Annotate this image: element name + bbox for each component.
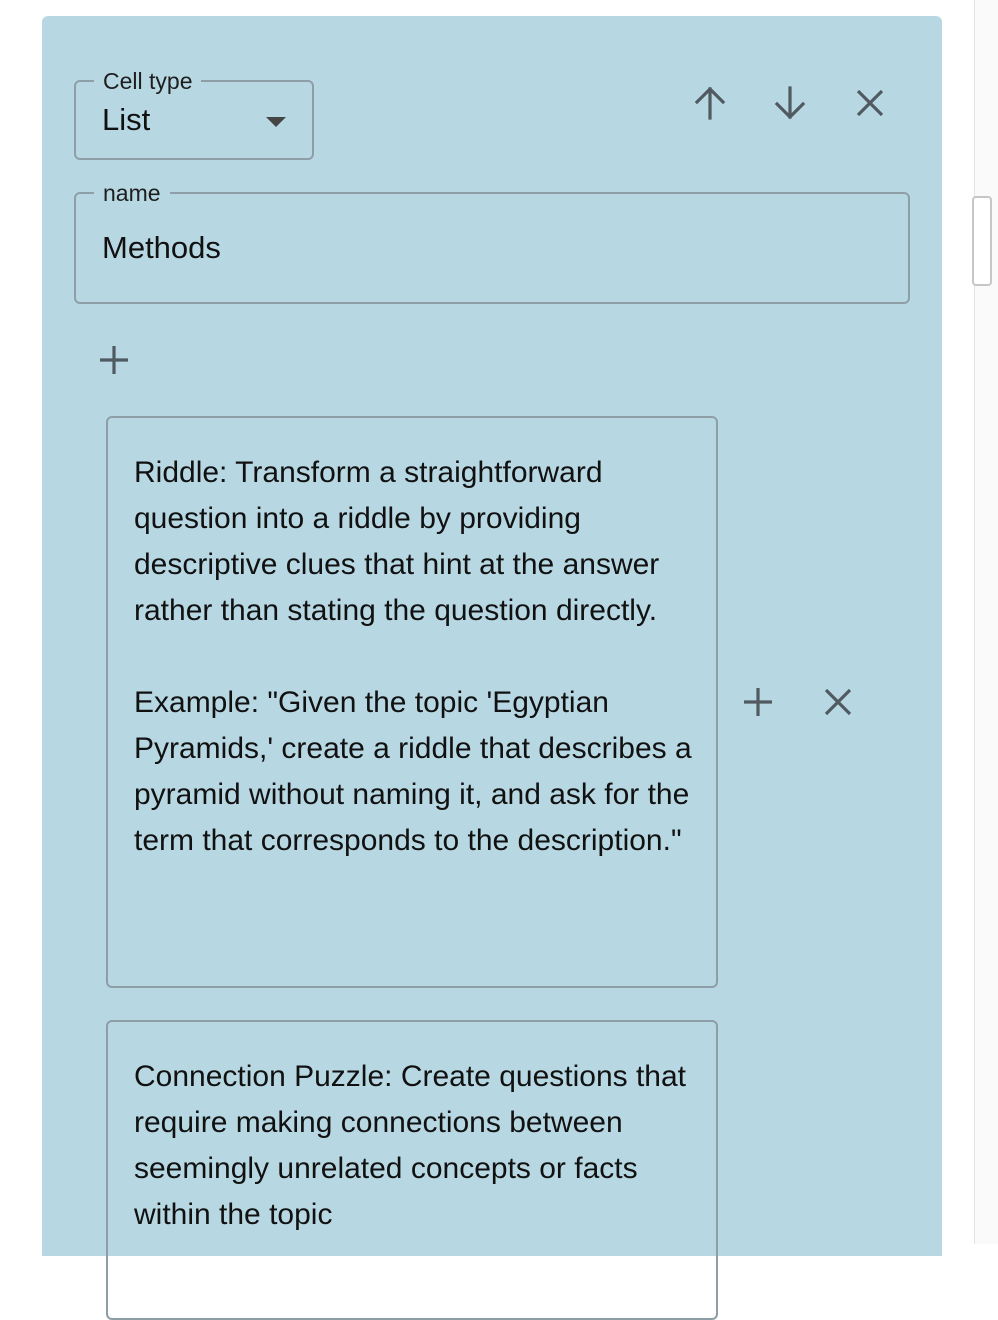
scrollbar[interactable] (974, 0, 998, 1244)
cell-type-select[interactable]: Cell type List (74, 67, 314, 160)
cell-type-label: Cell type (94, 67, 202, 95)
list-item-textarea[interactable]: Connection Puzzle: Create questions that… (106, 1020, 718, 1320)
name-field-value: Methods (102, 230, 221, 265)
add-item-button[interactable] (89, 335, 139, 385)
arrow-up-icon (694, 86, 726, 120)
move-down-button[interactable] (765, 78, 815, 128)
scrollbar-thumb[interactable] (972, 196, 992, 286)
arrow-down-icon (774, 86, 806, 120)
close-icon (824, 688, 852, 716)
plus-icon (744, 688, 772, 716)
remove-item-button[interactable] (813, 677, 863, 727)
list-item-textarea[interactable]: Riddle: Transform a straightforward ques… (106, 416, 718, 988)
close-icon (856, 89, 884, 117)
list-item-text: Riddle: Transform a straightforward ques… (134, 456, 692, 857)
delete-cell-button[interactable] (845, 78, 895, 128)
cell-type-value: List (102, 102, 151, 137)
move-up-button[interactable] (685, 78, 735, 128)
list-item-text: Connection Puzzle: Create questions that… (134, 1060, 695, 1231)
name-field[interactable]: name Methods (74, 179, 910, 304)
chevron-down-icon (266, 117, 286, 127)
name-field-label: name (94, 179, 170, 207)
list-cell-panel: Cell type List name Methods Riddle: Tran… (42, 16, 942, 1320)
plus-icon (100, 346, 128, 374)
add-item-after-button[interactable] (733, 677, 783, 727)
